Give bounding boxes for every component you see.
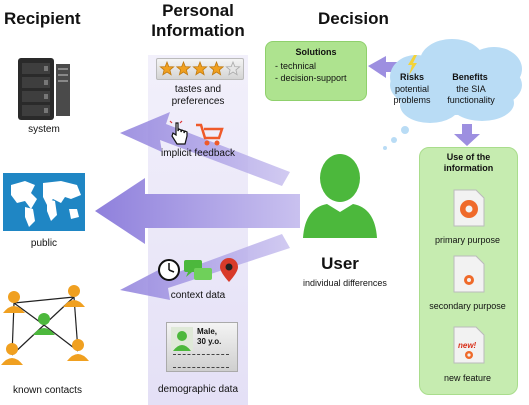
id-card-lines [173,354,229,368]
lightning-icon [408,55,417,75]
context-data-label: context data [170,290,226,301]
star-filled-icon [175,60,192,76]
star-filled-icon [208,60,225,76]
server-rack-icon [18,58,70,120]
recipient-system-label: system [28,124,60,135]
demographic-data-label: demographic data [157,384,239,395]
arrow-to-use-panel [454,124,480,146]
recipient-header: Recipient [4,9,81,28]
user-subtitle: individual differences [303,278,387,288]
click-cart-icon [169,120,224,146]
thought-dot [391,137,397,143]
document-new-icon [453,326,485,364]
risks-text: potential problems [393,84,431,105]
new-feature-label: new feature [443,373,492,383]
document-gear-icon [453,189,485,227]
star-filled-icon [192,60,208,76]
star-filled-icon [159,60,175,76]
arrow-to-solutions [368,56,398,78]
thought-dot [383,146,387,150]
user-icon [303,154,377,238]
world-map-icon [3,173,85,231]
solutions-box: Solutions - technical - decision-support [265,41,367,101]
risks-title: Risks [399,72,425,82]
decision-header: Decision [318,9,389,28]
recipient-contacts-label: known contacts [13,385,82,396]
recipient-public-label: public [30,238,58,249]
implicit-feedback-label: implicit feedback [161,148,235,159]
arrow-to-public [95,178,300,244]
id-card-icon: Male, 30 y.o. [166,322,238,372]
primary-purpose-label: primary purpose [434,235,501,245]
arrow-to-contacts [120,234,290,300]
id-card-avatar-icon [171,327,193,351]
arrow-to-system [120,112,290,186]
clock-chat-pin-icon [158,258,238,282]
risks-benefits-cloud [390,39,522,123]
tastes-preferences-label: tastes and preferences [171,84,225,107]
use-panel-title: Use of the information [443,152,494,173]
user-title: User [321,254,359,273]
id-card-text: Male, 30 y.o. [197,327,222,346]
secondary-purpose-label: secondary purpose [429,301,506,311]
document-small-gear-icon [453,255,485,293]
benefits-title: Benefits [452,72,488,82]
star-empty-icon [225,60,241,76]
solutions-item-technical: - technical [275,61,317,71]
personal-information-header: Personal Information [151,1,245,40]
solutions-title: Solutions [295,47,337,57]
contact-network-icon [1,285,89,365]
star-rating-stars [159,60,241,76]
benefits-text: the SIA functionality [447,84,495,105]
solutions-item-decision-support: - decision-support [275,73,347,83]
new-badge: new! [458,341,477,350]
thought-dot [401,126,409,134]
